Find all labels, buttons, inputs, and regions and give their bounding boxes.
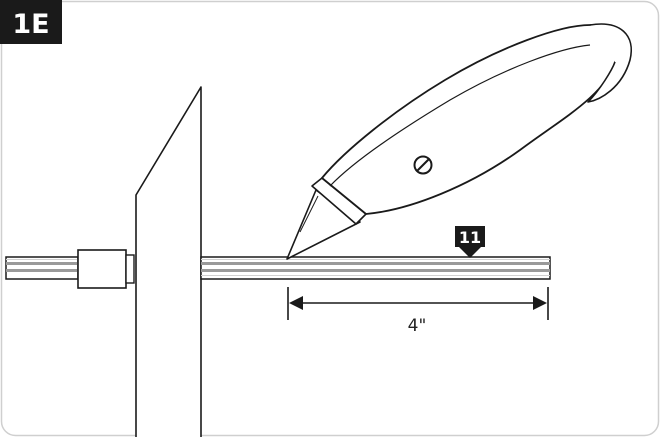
utility-knife bbox=[286, 23, 632, 260]
step-label: 1E bbox=[12, 9, 49, 40]
tubing-left-segment bbox=[5, 256, 79, 280]
dimension-label: 4" bbox=[408, 316, 427, 336]
compression-fitting bbox=[77, 249, 135, 289]
dimension-indicator: 4" bbox=[287, 287, 549, 336]
step-badge: 1E bbox=[0, 0, 62, 44]
dimension-arrow-right bbox=[533, 296, 547, 310]
screw-icon bbox=[413, 155, 433, 175]
knife-end-cap bbox=[587, 23, 632, 103]
callout-label: 11 bbox=[459, 228, 481, 247]
callout-marker: 11 bbox=[455, 226, 485, 258]
dimension-arrow-left bbox=[289, 296, 303, 310]
tubing-main-segment bbox=[200, 256, 551, 280]
